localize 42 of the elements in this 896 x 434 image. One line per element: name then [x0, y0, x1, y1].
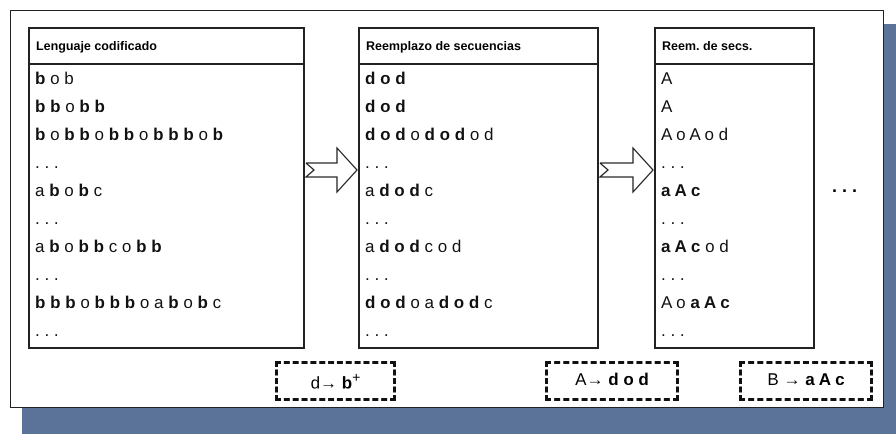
sequence-text: . . .	[661, 153, 685, 173]
sequence-text: a A c	[661, 181, 700, 201]
sequence-text: . . .	[365, 265, 389, 285]
sequence-text: . . .	[365, 153, 389, 173]
table-panel	[358, 27, 599, 349]
sequence-text: A o a A c	[661, 293, 730, 313]
sequence-text: . . .	[365, 209, 389, 229]
block-arrow	[598, 146, 654, 194]
rule-text: d→ b$^{+}$	[310, 370, 362, 394]
table-heading: Reemplazo de secuencias	[366, 39, 521, 53]
ellipsis-text: . . .	[832, 176, 858, 197]
sequence-text: . . .	[365, 321, 389, 341]
sequence-text: b o b b o b b o b b b o b	[35, 125, 224, 145]
sequence-text: b o b	[35, 69, 74, 89]
rule-text: B → a A c	[766, 370, 846, 390]
sequence-text: b b o b b	[35, 97, 105, 117]
sequence-text: . . .	[661, 209, 685, 229]
sequence-text: d o d	[365, 97, 406, 117]
sequence-text: a b o b b c o b b	[35, 237, 162, 257]
sequence-text: . . .	[35, 209, 59, 229]
sequence-text: . . .	[35, 265, 59, 285]
sequence-text: . . .	[661, 321, 685, 341]
sequence-text: . . .	[35, 153, 59, 173]
table-panel	[28, 27, 305, 349]
sequence-text: a d o d c o d	[365, 237, 462, 257]
sequence-text: d o d o a d o d c	[365, 293, 493, 313]
sequence-text: . . .	[35, 321, 59, 341]
table-heading: Reem. de secs.	[662, 39, 752, 53]
sequence-text: b b b o b b b o a b o b c	[35, 293, 222, 313]
sequence-text: a b o b c	[35, 181, 102, 201]
sequence-text: A	[661, 69, 672, 89]
sequence-text: d o d o d o d o d	[365, 125, 494, 145]
sequence-text: a A c o d	[661, 237, 729, 257]
sequence-text: . . .	[661, 265, 685, 285]
sequence-text: d o d	[365, 69, 406, 89]
rule-text: A→ d o d	[574, 370, 650, 390]
sequence-text: A o A o d	[661, 125, 728, 145]
sequence-text: a d o d c	[365, 181, 434, 201]
sequence-text: A	[661, 97, 672, 117]
table-heading: Lenguaje codificado	[36, 39, 157, 53]
table-panel	[654, 27, 815, 349]
block-arrow	[304, 146, 358, 194]
